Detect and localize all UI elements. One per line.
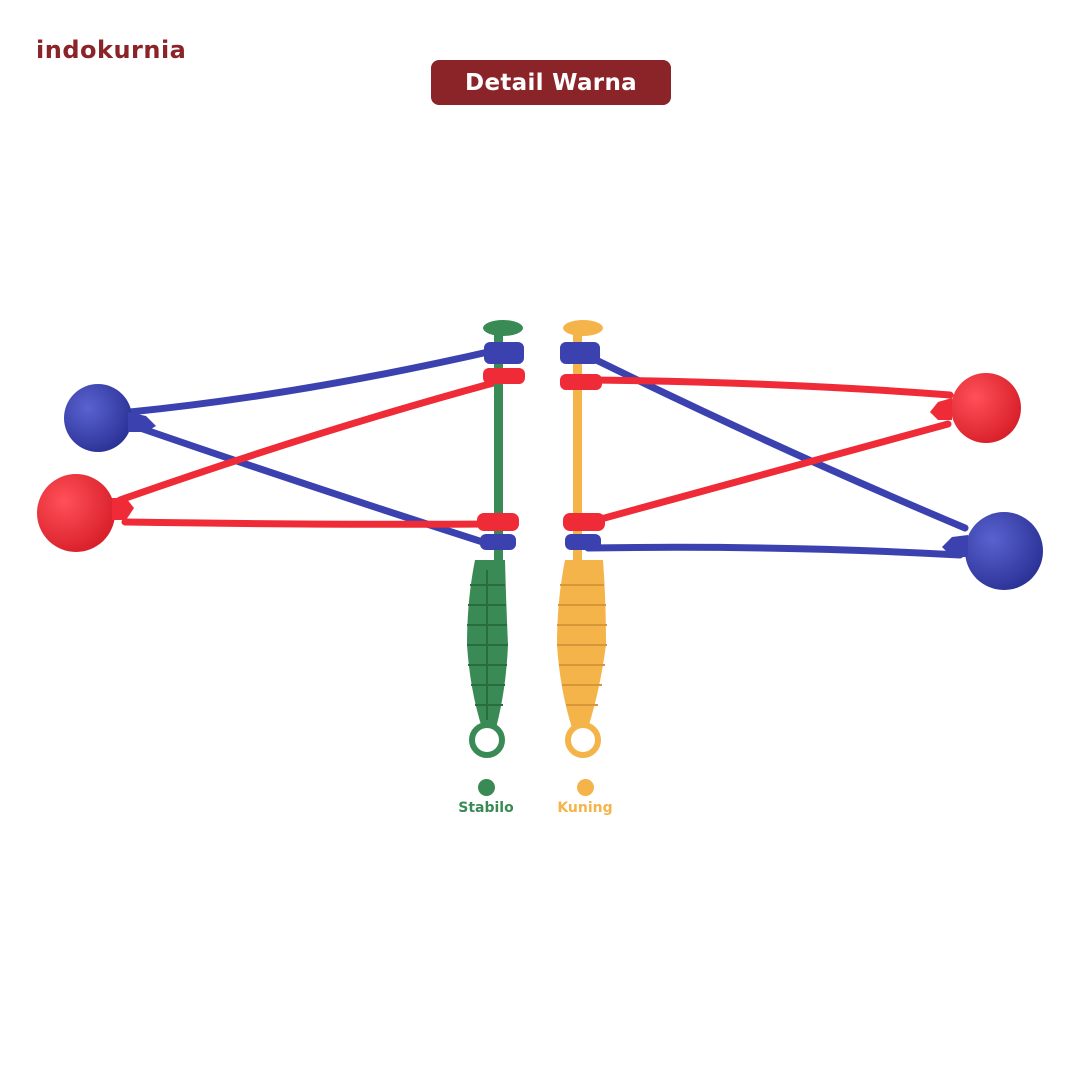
brand-logo: indokurnia [36, 36, 187, 64]
yellow-toy [557, 320, 1043, 758]
swatch-dot-icon [477, 779, 495, 796]
green-toy [37, 320, 525, 758]
swatch-kuning[interactable]: Kuning [535, 779, 635, 816]
swatch-stabilo[interactable]: Stabilo [436, 779, 536, 816]
swatch-label: Stabilo [458, 800, 514, 816]
page-title: Detail Warna [431, 60, 671, 105]
swatch-label: Kuning [557, 800, 613, 816]
swatch-dot-icon [576, 779, 594, 796]
